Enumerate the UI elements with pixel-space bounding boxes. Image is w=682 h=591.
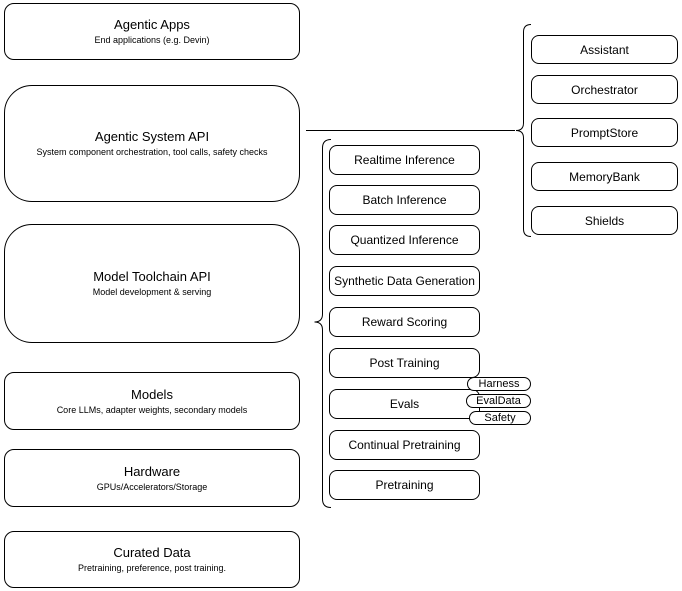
component-box-memorybank: MemoryBank [531, 162, 678, 191]
layer-title: Models [131, 386, 173, 402]
layer-subtitle: Pretraining, preference, post training. [77, 563, 227, 573]
layer-title: Model Toolchain API [93, 269, 211, 284]
component-box-assistant: Assistant [531, 35, 678, 64]
capability-box-reward-scoring: Reward Scoring [329, 307, 480, 337]
components-brace [515, 24, 532, 237]
capability-box-pretraining: Pretraining [329, 470, 480, 500]
component-box-promptstore: PromptStore [531, 118, 678, 147]
layer-box-hardware: Hardware GPUs/Accelerators/Storage [4, 449, 300, 507]
capability-box-synthetic-data-generation: Synthetic Data Generation [329, 266, 480, 296]
layer-subtitle: End applications (e.g. Devin) [94, 35, 210, 45]
capability-box-quantized-inference: Quantized Inference [329, 225, 480, 255]
capability-box-post-training: Post Training [329, 348, 480, 378]
component-box-shields: Shields [531, 206, 678, 235]
layer-title: Hardware [123, 463, 181, 479]
layer-box-models: Models Core LLMs, adapter weights, secon… [4, 372, 300, 430]
layer-box-curated-data: Curated Data Pretraining, preference, po… [4, 531, 300, 588]
eval-tag-evaldata: EvalData [466, 394, 531, 408]
layer-box-agentic-apps: Agentic Apps End applications (e.g. Devi… [4, 3, 300, 60]
layer-title: Curated Data [113, 545, 191, 560]
layer-box-agentic-system-api: Agentic System API System component orch… [4, 85, 300, 202]
capability-box-batch-inference: Batch Inference [329, 185, 480, 215]
capability-box-realtime-inference: Realtime Inference [329, 145, 480, 175]
capability-box-continual-pretraining: Continual Pretraining [329, 430, 480, 460]
eval-tag-harness: Harness [467, 377, 531, 391]
component-box-orchestrator: Orchestrator [531, 75, 678, 104]
layer-subtitle: System component orchestration, tool cal… [36, 147, 268, 157]
layer-box-model-toolchain-api: Model Toolchain API Model development & … [4, 224, 300, 343]
layer-subtitle: GPUs/Accelerators/Storage [96, 481, 208, 492]
layer-title: Agentic Apps [114, 17, 190, 32]
layer-subtitle: Model development & serving [92, 287, 212, 297]
eval-tag-safety: Safety [469, 411, 531, 425]
capability-box-evals: Evals [329, 389, 480, 419]
layer-title: Agentic System API [94, 129, 210, 144]
layer-subtitle: Core LLMs, adapter weights, secondary mo… [56, 404, 248, 415]
